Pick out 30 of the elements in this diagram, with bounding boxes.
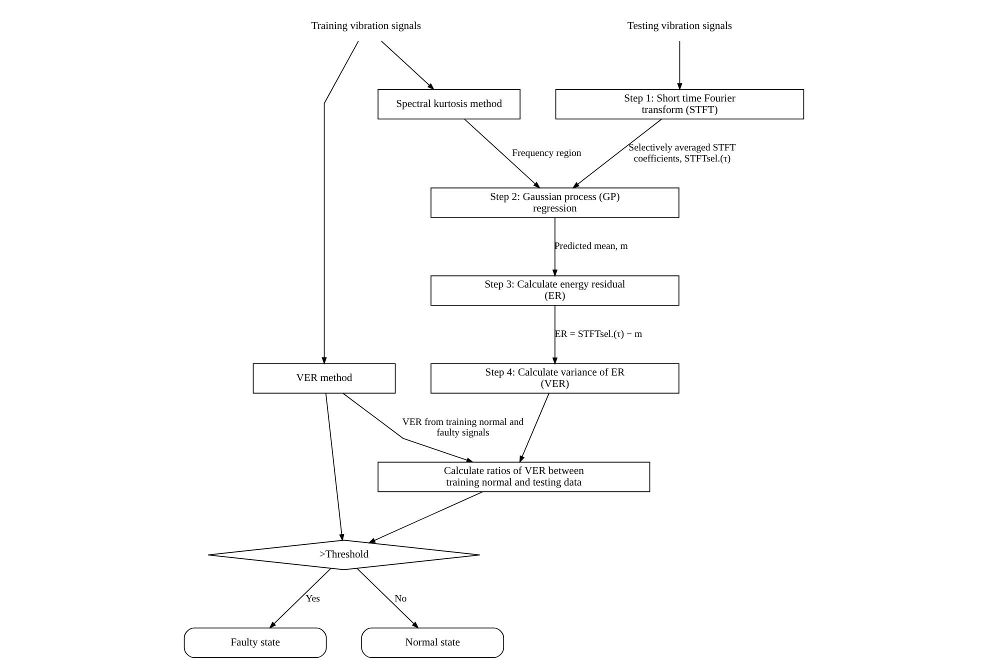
arrow bbox=[368, 491, 484, 544]
edge-label: Yes bbox=[306, 593, 320, 604]
edge-label: Selectively averaged STFT coefficients, STFTsel.(τ) bbox=[628, 142, 736, 164]
arrow bbox=[552, 305, 558, 365]
node-box: Spectral kurtosis method bbox=[378, 89, 520, 120]
edge-label: No bbox=[394, 593, 407, 604]
arrow bbox=[464, 118, 540, 189]
arrow bbox=[356, 568, 419, 629]
edge-label: Frequency region bbox=[512, 148, 582, 160]
arrow bbox=[322, 40, 359, 365]
node-box: VER method bbox=[252, 363, 396, 394]
node-box: Step 3: Calculate energy residual (ER) bbox=[430, 275, 680, 306]
node-text: Training vibration signals bbox=[311, 20, 421, 32]
arrow bbox=[269, 568, 332, 629]
node-box: Calculate ratios of VER between training normal and testing data bbox=[378, 462, 650, 492]
node-box: Faulty state bbox=[184, 628, 327, 658]
node-box: Normal state bbox=[361, 628, 504, 658]
arrow bbox=[380, 40, 435, 90]
arrow bbox=[677, 40, 682, 90]
arrow bbox=[342, 392, 474, 463]
arrow bbox=[552, 217, 558, 278]
node-diamond: >Threshold bbox=[208, 540, 480, 570]
node-box: Step 2: Gaussian process (GP) regression bbox=[430, 188, 680, 218]
arrow bbox=[519, 392, 550, 464]
node-text: Testing vibration signals bbox=[627, 20, 732, 32]
edge-label: VER from training normal and faulty signals bbox=[402, 416, 524, 439]
node-box: Step 1: Short time Fourier transform (STFT) bbox=[555, 89, 804, 120]
arrow bbox=[572, 118, 662, 189]
node-box: Step 4: Calculate variance of ER (VER) bbox=[430, 363, 680, 394]
arrow bbox=[325, 392, 344, 542]
